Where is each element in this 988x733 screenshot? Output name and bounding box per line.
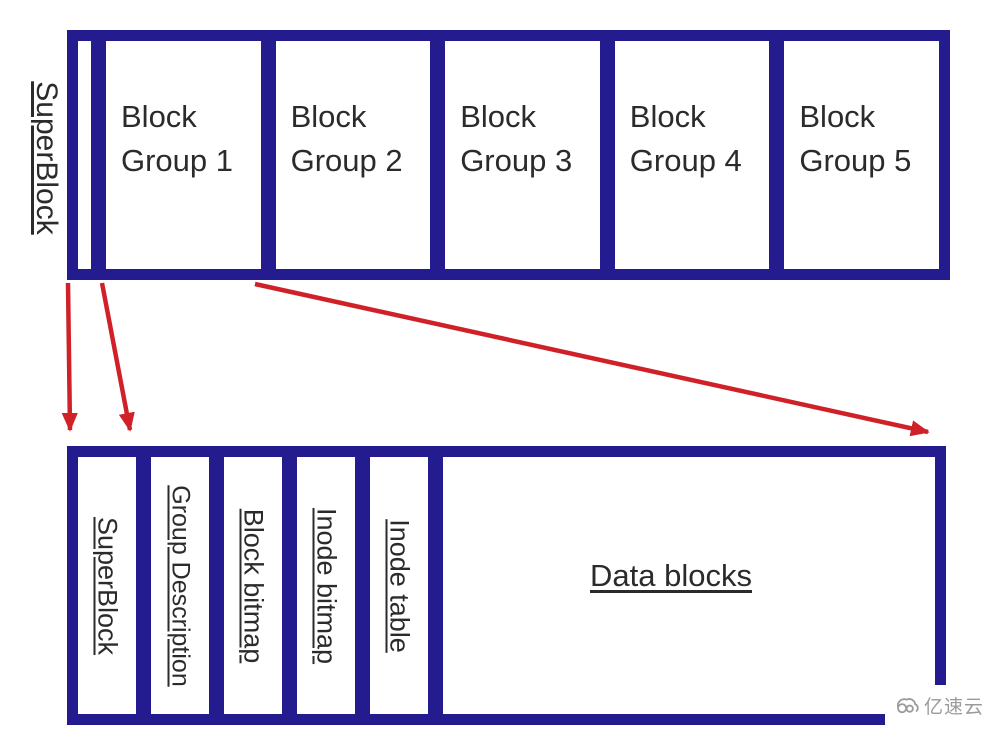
- data-blocks-label: Data blocks: [590, 557, 752, 593]
- block-group-5-cell: Block Group 5: [784, 41, 939, 269]
- divider: [136, 457, 151, 714]
- inode-table-column-label: Inode table: [384, 518, 415, 653]
- block-group-4-label: Block Group 4: [629, 98, 742, 178]
- divider: [282, 457, 297, 714]
- site-watermark: 亿速云: [885, 685, 988, 733]
- superblock-column: SuperBlock: [78, 457, 136, 714]
- arrow-block-group-span: [254, 281, 930, 437]
- inode-bitmap-column-label: Inode bitmap: [311, 507, 342, 664]
- inode-bitmap-column: Inode bitmap: [297, 457, 355, 714]
- block-group-detail-box: SuperBlock Group Description Block bitma…: [67, 446, 946, 725]
- block-group-3-label: Block Group 3: [460, 98, 573, 178]
- block-group-3-cell: Block Group 3: [445, 41, 600, 269]
- group-description-column: Group Description: [151, 457, 209, 714]
- superblock-strip: [78, 41, 91, 269]
- arrow-group-start: [99, 282, 135, 432]
- block-group-4-cell: Block Group 4: [614, 41, 770, 269]
- block-group-2-cell: Block Group 2: [275, 41, 431, 269]
- divider: [769, 41, 785, 269]
- group-description-column-label: Group Description: [166, 484, 195, 687]
- superblock-column-label: SuperBlock: [92, 516, 123, 655]
- block-group-1-cell: Block Group 1: [106, 41, 261, 269]
- arrow-superblock: [61, 282, 78, 432]
- block-group-1-label: Block Group 1: [121, 98, 234, 178]
- cloud-icon: [897, 697, 919, 713]
- divider: [355, 457, 370, 714]
- block-bitmap-column-label: Block bitmap: [238, 508, 269, 663]
- divider: [599, 41, 615, 269]
- block-bitmap-column: Block bitmap: [224, 457, 282, 714]
- divider: [260, 41, 276, 269]
- divider: [430, 41, 446, 269]
- watermark-brand-text: 亿速云: [923, 696, 984, 718]
- block-group-2-label: Block Group 2: [290, 98, 403, 178]
- divider: [428, 457, 443, 714]
- disk-layout-box: Block Group 1 Block Group 2 Block Group …: [67, 30, 950, 280]
- disk-superblock-label: SuperBlock: [30, 81, 63, 235]
- divider: [91, 41, 106, 269]
- data-blocks-area: Data blocks: [443, 457, 935, 714]
- inode-table-column: Inode table: [370, 457, 428, 714]
- block-group-5-label: Block Group 5: [799, 98, 912, 178]
- divider: [209, 457, 224, 714]
